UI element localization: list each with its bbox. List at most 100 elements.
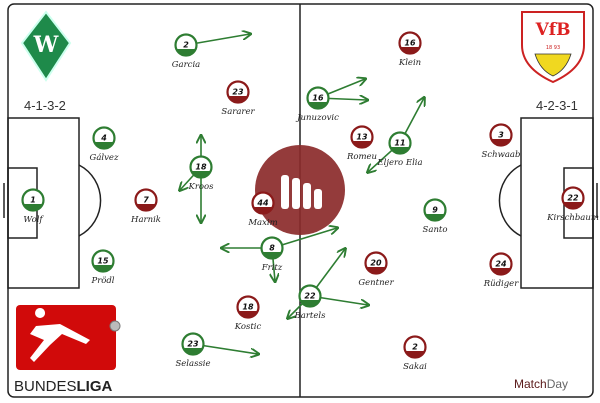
- player-number: 15: [97, 257, 109, 266]
- player-name: Bartels: [294, 311, 327, 321]
- away-formation: 4-2-3-1: [536, 98, 578, 113]
- player-number: 23: [232, 88, 244, 97]
- player-circle-fill: [366, 267, 386, 274]
- player-circle-fill: [491, 268, 511, 275]
- player-circle-fill: [94, 142, 114, 149]
- bundesliga-logo: BUNDESLIGA: [14, 305, 121, 395]
- player-circle-fill: [176, 49, 196, 56]
- player-name: Junuzovic: [295, 113, 339, 123]
- player-name: Sakai: [403, 362, 427, 372]
- matchday-brand: MatchDay: [514, 377, 568, 391]
- player-number: 13: [356, 133, 368, 142]
- player-circle-fill: [93, 265, 113, 272]
- player-number: 20: [370, 259, 382, 268]
- player-number: 24: [495, 260, 507, 269]
- svg-text:W: W: [33, 32, 59, 58]
- pitch-lines: [3, 3, 598, 398]
- player-circle-fill: [262, 252, 282, 259]
- player-number: 16: [312, 94, 324, 103]
- player-name: Santo: [423, 225, 448, 235]
- svg-text:VfB: VfB: [535, 20, 571, 40]
- svg-text:18 93: 18 93: [546, 45, 560, 51]
- player-name: Selassie: [175, 359, 210, 369]
- player-number: 18: [195, 163, 207, 172]
- player-name: Harnik: [130, 215, 161, 225]
- svg-text:BUNDESLIGA: BUNDESLIGA: [14, 378, 113, 395]
- player-name: Rüdiger: [483, 279, 520, 289]
- player-number: 2: [412, 343, 418, 352]
- player-circle-fill: [400, 47, 420, 54]
- player-number: 22: [567, 194, 579, 203]
- player-circle-fill: [563, 202, 583, 209]
- player-circle-fill: [390, 147, 410, 154]
- stuttgart-crest: VfB 18 93: [521, 11, 585, 84]
- player-number: 8: [269, 244, 275, 253]
- player-name: Gentner: [358, 278, 394, 288]
- player-name: Klein: [398, 58, 421, 68]
- player-circle-fill: [308, 102, 328, 109]
- player-number: 16: [404, 39, 416, 48]
- werder-crest: W: [20, 10, 72, 82]
- player-name: Kirschbaum: [546, 213, 599, 223]
- player-circle-fill: [425, 214, 445, 221]
- player-name: Garcia: [172, 60, 200, 70]
- player-circle-fill: [183, 348, 203, 355]
- player-name: Wolf: [23, 215, 44, 225]
- player-circle-fill: [300, 300, 320, 307]
- player-number: 3: [498, 131, 504, 140]
- player-number: 1: [30, 196, 36, 205]
- player-number: 44: [256, 199, 269, 208]
- player-number: 23: [187, 340, 199, 349]
- player-circle-fill: [352, 141, 372, 148]
- player-circle-fill: [491, 139, 511, 146]
- player-name: Maxim: [247, 218, 277, 228]
- player-name: Romeu: [346, 152, 377, 162]
- player-circle-fill: [136, 204, 156, 211]
- player-circle-fill: [405, 351, 425, 358]
- player-number: 18: [242, 303, 254, 312]
- player-number: 4: [100, 134, 107, 143]
- player-number: 7: [143, 196, 149, 205]
- player-circle-fill: [23, 204, 43, 211]
- player-name: Kroos: [187, 182, 214, 192]
- player-name: Gálvez: [90, 152, 119, 163]
- player-name: Eljero Elia: [376, 158, 422, 168]
- player-name: Fritz: [261, 263, 283, 273]
- player-name: Kostic: [234, 322, 262, 332]
- home-formation: 4-1-3-2: [24, 98, 66, 113]
- player-circle-fill: [253, 207, 273, 214]
- player-number: 9: [432, 206, 438, 215]
- player-name: Prödl: [90, 276, 114, 286]
- player-name: Schwaab: [482, 150, 521, 160]
- player-number: 2: [183, 41, 189, 50]
- player-circle-fill: [238, 311, 258, 318]
- player-circle-fill: [228, 96, 248, 103]
- player-number: 11: [394, 139, 405, 148]
- player-number: 22: [304, 292, 316, 301]
- matchday-center-logo: [255, 145, 345, 235]
- player-circle-fill: [191, 171, 211, 178]
